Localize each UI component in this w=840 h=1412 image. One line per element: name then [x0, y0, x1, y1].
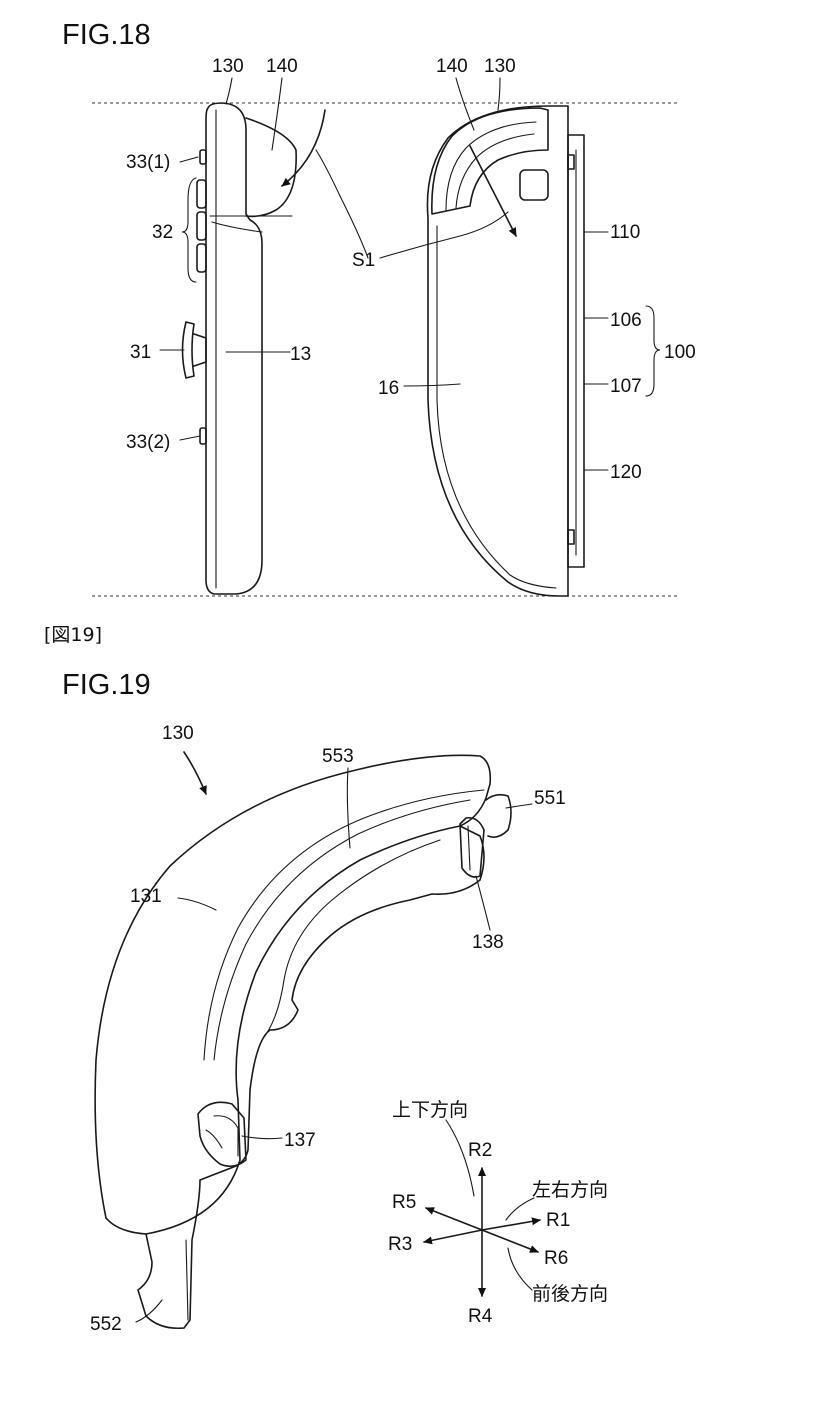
label-lateral-direction: 左右方向 [532, 1179, 608, 1201]
label-100: 100 [664, 342, 696, 363]
direction-axes [423, 1119, 541, 1297]
label-16: 16 [378, 378, 399, 399]
controller-rear-view [426, 105, 585, 597]
label-140-left: 140 [266, 56, 298, 77]
label-130-right: 130 [484, 56, 516, 77]
label-553: 553 [322, 746, 354, 767]
label-R5: R5 [392, 1192, 416, 1213]
label-106: 106 [610, 310, 642, 331]
label-130-fig19: 130 [162, 723, 194, 744]
label-110: 110 [610, 222, 640, 243]
label-140-right: 140 [436, 56, 468, 77]
fig18-title: FIG.18 [62, 19, 151, 51]
rail-part-130 [94, 754, 512, 1330]
label-R1: R1 [546, 1210, 570, 1231]
controller-side-view [181, 102, 326, 595]
label-107: 107 [610, 376, 642, 397]
label-551: 551 [534, 788, 566, 809]
label-R6: R6 [544, 1248, 568, 1269]
label-137: 137 [284, 1130, 316, 1151]
section-header-fig19: [図19] [44, 624, 102, 646]
fig18-leaders [159, 77, 661, 471]
label-R2: R2 [468, 1140, 492, 1161]
label-552: 552 [90, 1314, 122, 1335]
label-13: 13 [290, 344, 311, 365]
fig19-leaders [135, 751, 533, 1323]
label-S1: S1 [352, 250, 375, 271]
label-130-left: 130 [212, 56, 244, 77]
label-front-back-direction: 前後方向 [532, 1283, 608, 1305]
label-33-1: 33(1) [126, 152, 170, 173]
label-33-2: 33(2) [126, 432, 170, 453]
fig19-title: FIG.19 [62, 669, 151, 701]
label-31: 31 [130, 342, 151, 363]
label-131: 131 [130, 886, 162, 907]
label-vertical-direction: 上下方向 [392, 1099, 468, 1121]
label-32: 32 [152, 222, 173, 243]
label-120: 120 [610, 462, 642, 483]
label-138: 138 [472, 932, 504, 953]
label-R4: R4 [468, 1306, 493, 1327]
label-R3: R3 [388, 1234, 412, 1255]
